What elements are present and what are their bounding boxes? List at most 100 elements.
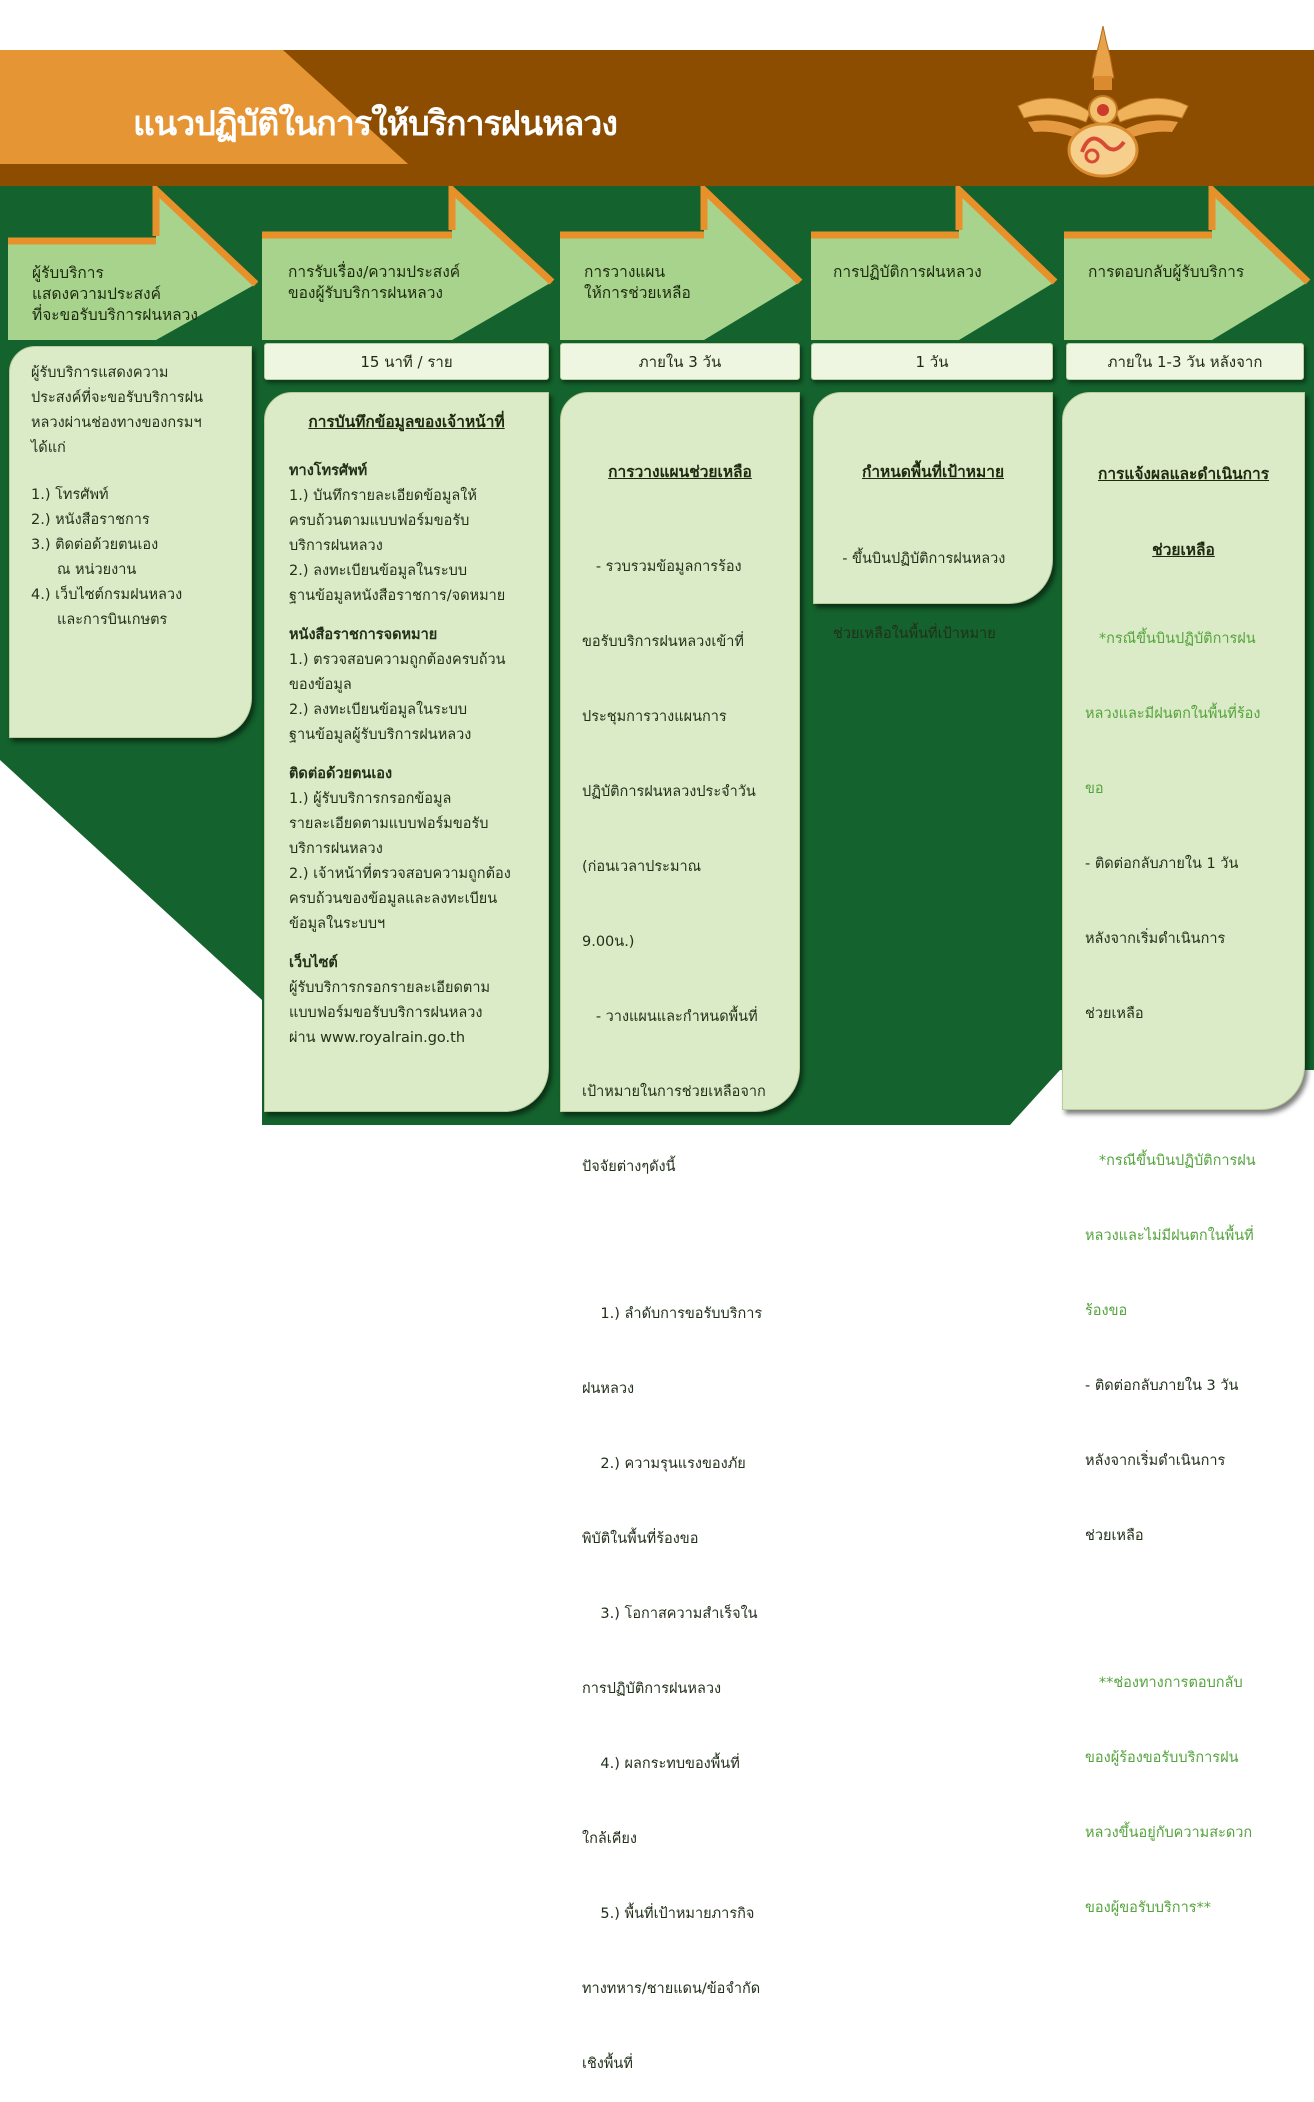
- card2-section-inperson-title: ติดต่อด้วยตนเอง: [289, 766, 393, 782]
- step-arrow-3: การวางแผน ให้การช่วยเหลือ: [560, 186, 853, 340]
- time-box-2: 15 นาที / ราย: [264, 343, 549, 380]
- card5-case2-green-3: ร้องขอ: [1085, 1303, 1128, 1319]
- card3-line-4: ปฏิบัติการฝนหลวงประจำวัน: [582, 784, 756, 800]
- card3-line-6: 9.00น.): [582, 934, 635, 950]
- card3-line-8: เป้าหมายในการช่วยเหลือจาก: [582, 1084, 766, 1100]
- card1-item-3b: ณ หน่วยงาน: [57, 562, 137, 578]
- card2-section-website-title: เว็บไซต์: [289, 955, 338, 971]
- card5-case1-line-1: - ติดต่อกลับภายใน 1 วัน: [1085, 856, 1239, 872]
- card5-case2-line-1: - ติดต่อกลับภายใน 3 วัน: [1085, 1378, 1239, 1394]
- white-lower-left: [0, 760, 262, 1125]
- spacer: [1085, 1599, 1304, 1621]
- card2-letter-line-1: 1.) ตรวจสอบความถูกต้องครบถ้วน: [289, 652, 506, 668]
- card2-section-phone-title: ทางโทรศัพท์: [289, 463, 368, 479]
- card5-case2-line-2: หลังจากเริ่มดำเนินการ: [1085, 1453, 1226, 1469]
- card5-case2-line-3: ช่วยเหลือ: [1085, 1528, 1144, 1544]
- royal-rainmaking-emblem-icon: [1017, 26, 1189, 178]
- card3-line-9: ปัจจัยต่างๆดังนี้: [582, 1159, 676, 1175]
- card3-heading: การวางแผนช่วยเหลือ: [608, 463, 752, 481]
- card-feedback: การแจ้งผลและดำเนินการ ช่วยเหลือ *กรณีขึ้…: [1062, 392, 1305, 1916]
- card2-section-letter-title: หนังสือราชการจดหมาย: [289, 627, 438, 643]
- step-label-1: ผู้รับบริการ แสดงความประสงค์ ที่จะขอรับบ…: [32, 264, 198, 324]
- spacer: [582, 1230, 799, 1252]
- card5-heading-2: ช่วยเหลือ: [1152, 541, 1215, 559]
- card2-website-line-3: ผ่าน www.royalrain.go.th: [289, 1030, 466, 1046]
- card3-factor-4: 4.) ผลกระทบของพื้นที่: [582, 1756, 740, 1772]
- card3-line-3: ประชุมการวางแผนการ: [582, 709, 727, 725]
- card2-website-line-2: แบบฟอร์มขอรับบริการฝนหลวง: [289, 1005, 483, 1021]
- card5-note-2: ของผู้ร้องขอรับบริการฝน: [1085, 1750, 1239, 1766]
- step-arrow-2: การรับเรื่อง/ความประสงค์ ของผู้รับบริการ…: [262, 186, 555, 340]
- step-arrow-4: การปฏิบัติการฝนหลวง: [811, 186, 1104, 340]
- card3-factor-3b: การปฏิบัติการฝนหลวง: [582, 1681, 722, 1697]
- card2-inperson-line-3: บริการฝนหลวง: [289, 841, 383, 857]
- card3-line-2: ขอรับบริการฝนหลวงเข้าที่: [582, 634, 744, 650]
- card3-factor-2b: พิบัติในพื้นที่ร้องขอ: [582, 1531, 699, 1547]
- card2-inperson-line-6: ข้อมูลในระบบฯ: [289, 916, 386, 932]
- card5-case1-line-2: หลังจากเริ่มดำเนินการ: [1085, 931, 1226, 947]
- step-arrow-5: การตอบกลับผู้รับบริการ: [1064, 186, 1314, 340]
- step-label-2: การรับเรื่อง/ความประสงค์ ของผู้รับบริการ…: [288, 263, 461, 302]
- card2-phone-line-4: 2.) ลงทะเบียนข้อมูลในระบบ: [289, 563, 468, 579]
- page-title: แนวปฏิบัติในการให้บริการฝนหลวง: [133, 104, 618, 144]
- card2-inperson-line-2: รายละเอียดตามแบบฟอร์มขอรับ: [289, 816, 489, 832]
- time-box-5: ภายใน 1-3 วัน หลังจาก: [1066, 343, 1304, 380]
- card2-letter-line-3: 2.) ลงทะเบียนข้อมูลในระบบ: [289, 702, 468, 718]
- step-arrow-1: ผู้รับบริการ แสดงความประสงค์ ที่จะขอรับบ…: [8, 186, 301, 340]
- card5-case1-line-3: ช่วยเหลือ: [1085, 1006, 1144, 1022]
- step-label-3: การวางแผน ให้การช่วยเหลือ: [584, 263, 691, 302]
- card1-item-3: 3.) ติดต่อด้วยตนเอง: [31, 537, 159, 553]
- card3-factor-5: 5.) พื้นที่เป้าหมายภารกิจ: [582, 1906, 755, 1922]
- card3-factor-4b: ใกล้เคียง: [582, 1831, 637, 1847]
- spacer: [1085, 1077, 1304, 1099]
- card2-phone-line-1: 1.) บันทึกรายละเอียดข้อมูลให้: [289, 488, 477, 504]
- time-box-4: 1 วัน: [811, 343, 1053, 380]
- card5-case1-green-1: *กรณีขึ้นบินปฏิบัติการฝน: [1085, 631, 1256, 647]
- card-request-channels: ผู้รับบริการแสดงความ ประสงค์ที่จะขอรับบร…: [9, 346, 252, 738]
- card2-website-line-1: ผู้รับบริการกรอกรายละเอียดตาม: [289, 980, 491, 996]
- card5-case2-green-2: หลวงและไม่มีฝนตกในพื้นที่: [1085, 1228, 1254, 1244]
- card2-phone-line-2: ครบถ้วนตามแบบฟอร์มขอรับ: [289, 513, 470, 529]
- card3-factor-1: 1.) ลำดับการขอรับบริการ: [582, 1306, 763, 1322]
- card2-phone-line-5: ฐานข้อมูลหนังสือราชการ/จดหมาย: [289, 588, 506, 604]
- card2-letter-line-2: ของข้อมูล: [289, 677, 352, 693]
- card3-line-1: - รวบรวมข้อมูลการร้อง: [582, 559, 742, 575]
- card3-factor-1b: ฝนหลวง: [582, 1381, 635, 1397]
- card3-factor-5b: ทางทหาร/ชายแดน/ข้อจำกัด: [582, 1981, 761, 1997]
- card5-note-3: หลวงขึ้นอยู่กับความสะดวก: [1085, 1825, 1253, 1841]
- card-operation: กำหนดพื้นที่เป้าหมาย - ขึ้นบินปฏิบัติการ…: [813, 392, 1053, 642]
- card4-heading: กำหนดพื้นที่เป้าหมาย: [861, 463, 1005, 481]
- card5-note-4: ของผู้ขอรับบริการ**: [1085, 1900, 1212, 1916]
- card2-heading: การบันทึกข้อมูลของเจ้าหน้าที่: [308, 413, 505, 431]
- card1-item-1: 1.) โทรศัพท์: [31, 487, 109, 503]
- card5-case2-green-1: *กรณีขึ้นบินปฏิบัติการฝน: [1085, 1153, 1256, 1169]
- card5-case1-green-3: ขอ: [1085, 781, 1104, 797]
- card1-item-4: 4.) เว็บไซต์กรมฝนหลวง: [31, 587, 183, 603]
- header-orange-tab: [0, 50, 408, 164]
- card3-line-5: (ก่อนเวลาประมาณ: [582, 859, 702, 875]
- card4-line-1: - ขึ้นบินปฏิบัติการฝนหลวง: [833, 551, 1006, 567]
- card5-note-1: **ช่องทางการตอบกลับ: [1085, 1675, 1243, 1691]
- card2-inperson-line-5: ครบถ้วนของข้อมูลและลงทะเบียน: [289, 891, 498, 907]
- card5-heading-1: การแจ้งผลและดำเนินการ: [1097, 465, 1270, 483]
- card-record-data: การบันทึกข้อมูลของเจ้าหน้าที่ ทางโทรศัพท…: [264, 392, 549, 1112]
- step-label-5: การตอบกลับผู้รับบริการ: [1088, 263, 1245, 281]
- card1-item-2: 2.) หนังสือราชการ: [31, 512, 150, 528]
- card1-intro-3: หลวงผ่านช่องทางของกรมฯ: [31, 415, 202, 431]
- card2-letter-line-4: ฐานข้อมูลผู้รับบริการฝนหลวง: [289, 727, 472, 743]
- card-planning: การวางแผนช่วยเหลือ - รวบรวมข้อมูลการร้อง…: [560, 392, 800, 2072]
- time-box-3: ภายใน 3 วัน: [560, 343, 800, 380]
- card1-intro-1: ผู้รับบริการแสดงความ: [31, 365, 169, 381]
- card4-line-2: ช่วยเหลือในพื้นที่เป้าหมาย: [833, 626, 996, 642]
- card2-inperson-line-4: 2.) เจ้าหน้าที่ตรวจสอบความถูกต้อง: [289, 866, 511, 882]
- spacer: [31, 461, 251, 483]
- card3-line-7: - วางแผนและกำหนดพื้นที่: [582, 1009, 758, 1025]
- card2-phone-line-3: บริการฝนหลวง: [289, 538, 383, 554]
- step-label-4: การปฏิบัติการฝนหลวง: [833, 263, 982, 281]
- card3-factor-2: 2.) ความรุนแรงของภัย: [582, 1456, 746, 1472]
- card1-intro-4: ได้แก่: [31, 440, 66, 456]
- card3-factor-5c: เชิงพื้นที่: [582, 2056, 633, 2072]
- card1-item-4b: และการบินเกษตร: [57, 612, 168, 628]
- card1-intro-2: ประสงค์ที่จะขอรับบริการฝน: [31, 390, 203, 406]
- card5-case1-green-2: หลวงและมีฝนตกในพื้นที่ร้อง: [1085, 706, 1261, 722]
